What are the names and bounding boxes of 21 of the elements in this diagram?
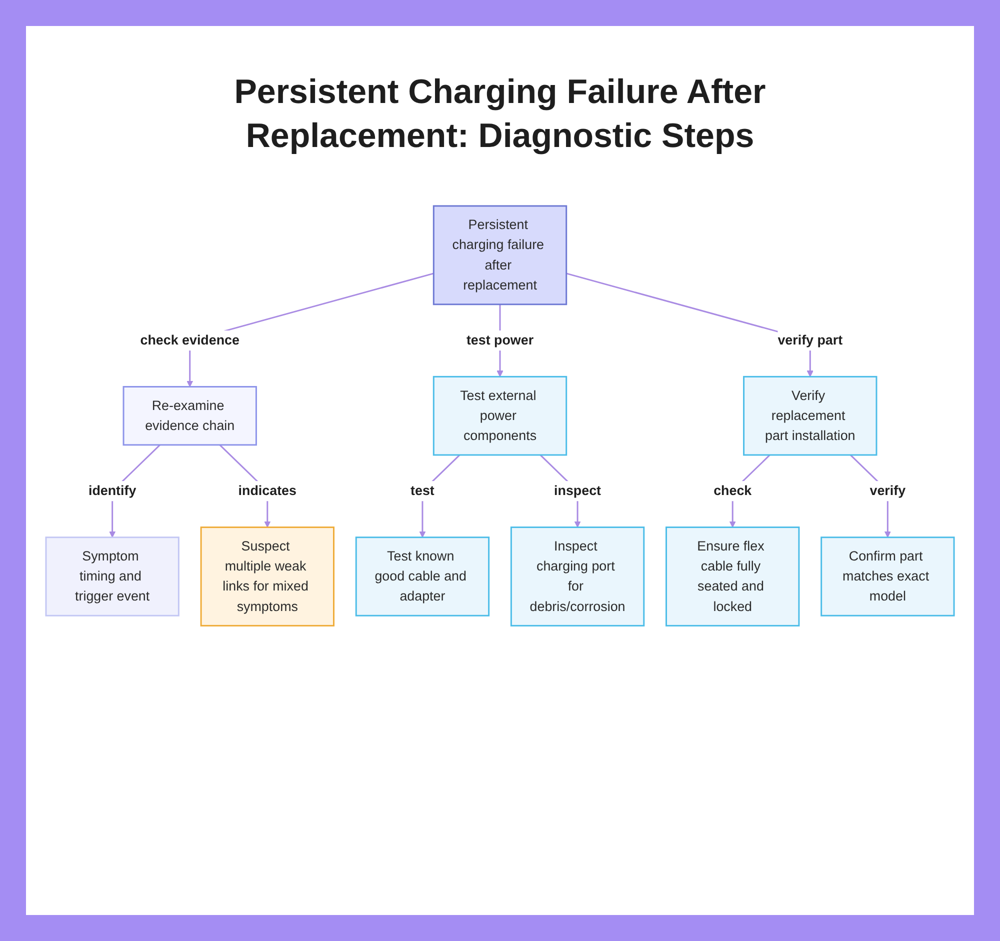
node-box: Inspect charging port for debris/corrosion bbox=[510, 526, 645, 626]
edge-label: verify bbox=[870, 483, 906, 498]
node-box: Persistent charging failure after replacement bbox=[432, 205, 568, 306]
edge-label: verify part bbox=[778, 332, 843, 348]
node-box: Suspect multiple weak links for mixed symptoms bbox=[200, 526, 334, 626]
edge-label: check bbox=[714, 483, 752, 498]
node-box: Ensure flex cable fully seated and locked bbox=[666, 526, 800, 626]
edge-label: test power bbox=[466, 332, 534, 348]
edge-label: test bbox=[410, 483, 434, 498]
edge-label: indicates bbox=[238, 483, 296, 498]
node-box: Test known good cable and adapter bbox=[355, 536, 490, 616]
edge-label: inspect bbox=[554, 483, 602, 498]
diagram-title: Persistent Charging Failure After Replacement: Diagnostic Steps bbox=[233, 72, 767, 158]
node-box: Verify replacement part installation bbox=[743, 376, 878, 456]
node-box: Confirm part matches exact model bbox=[820, 536, 955, 616]
edge-label: identify bbox=[88, 483, 136, 498]
node-box: Re-examine evidence chain bbox=[122, 386, 257, 446]
node-box: Test external power components bbox=[432, 376, 568, 456]
node-box: Symptom timing and trigger event bbox=[45, 536, 180, 616]
arrow bbox=[419, 454, 460, 538]
edge-label: check evidence bbox=[140, 332, 240, 348]
